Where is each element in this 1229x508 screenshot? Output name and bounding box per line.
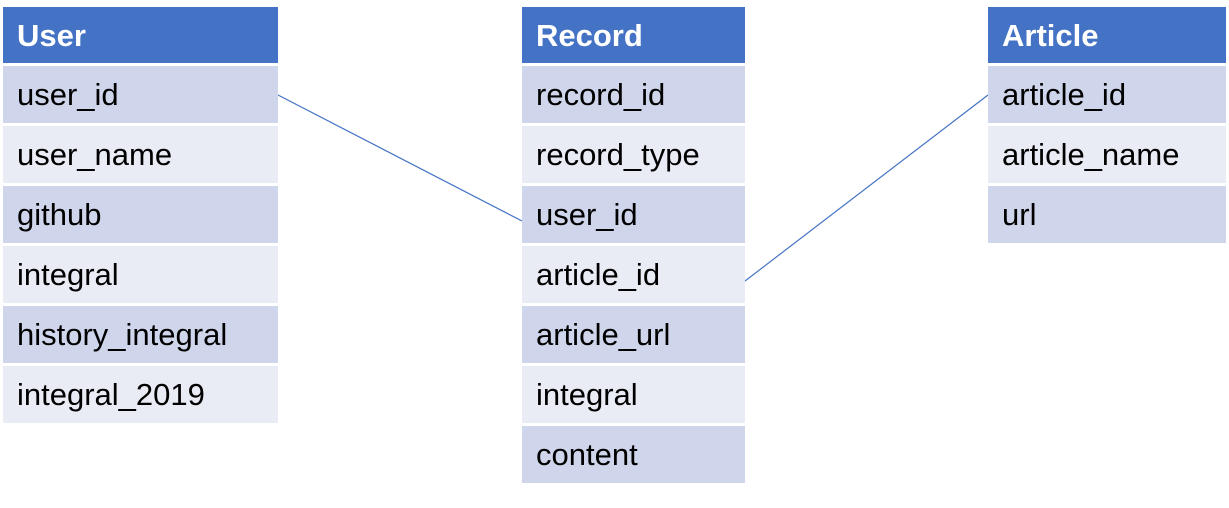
field-record-record-type: record_type (522, 126, 745, 183)
table-user: User user_id user_name github integral h… (3, 7, 278, 423)
field-user-user-id: user_id (3, 66, 278, 123)
relation-line-user-record (277, 94, 523, 222)
field-user-history-integral: history_integral (3, 306, 278, 363)
field-record-user-id: user_id (522, 186, 745, 243)
field-record-integral: integral (522, 366, 745, 423)
relation-line-record-article (744, 94, 989, 282)
table-user-title: User (3, 7, 278, 63)
table-record: Record record_id record_type user_id art… (522, 7, 745, 483)
field-record-article-id: article_id (522, 246, 745, 303)
table-record-title: Record (522, 7, 745, 63)
field-article-article-name: article_name (988, 126, 1226, 183)
table-article: Article article_id article_name url (988, 7, 1226, 243)
table-article-title: Article (988, 7, 1226, 63)
field-article-url: url (988, 186, 1226, 243)
field-record-record-id: record_id (522, 66, 745, 123)
field-record-article-url: article_url (522, 306, 745, 363)
field-user-user-name: user_name (3, 126, 278, 183)
field-article-article-id: article_id (988, 66, 1226, 123)
field-user-integral: integral (3, 246, 278, 303)
field-user-integral-2019: integral_2019 (3, 366, 278, 423)
field-record-content: content (522, 426, 745, 483)
field-user-github: github (3, 186, 278, 243)
